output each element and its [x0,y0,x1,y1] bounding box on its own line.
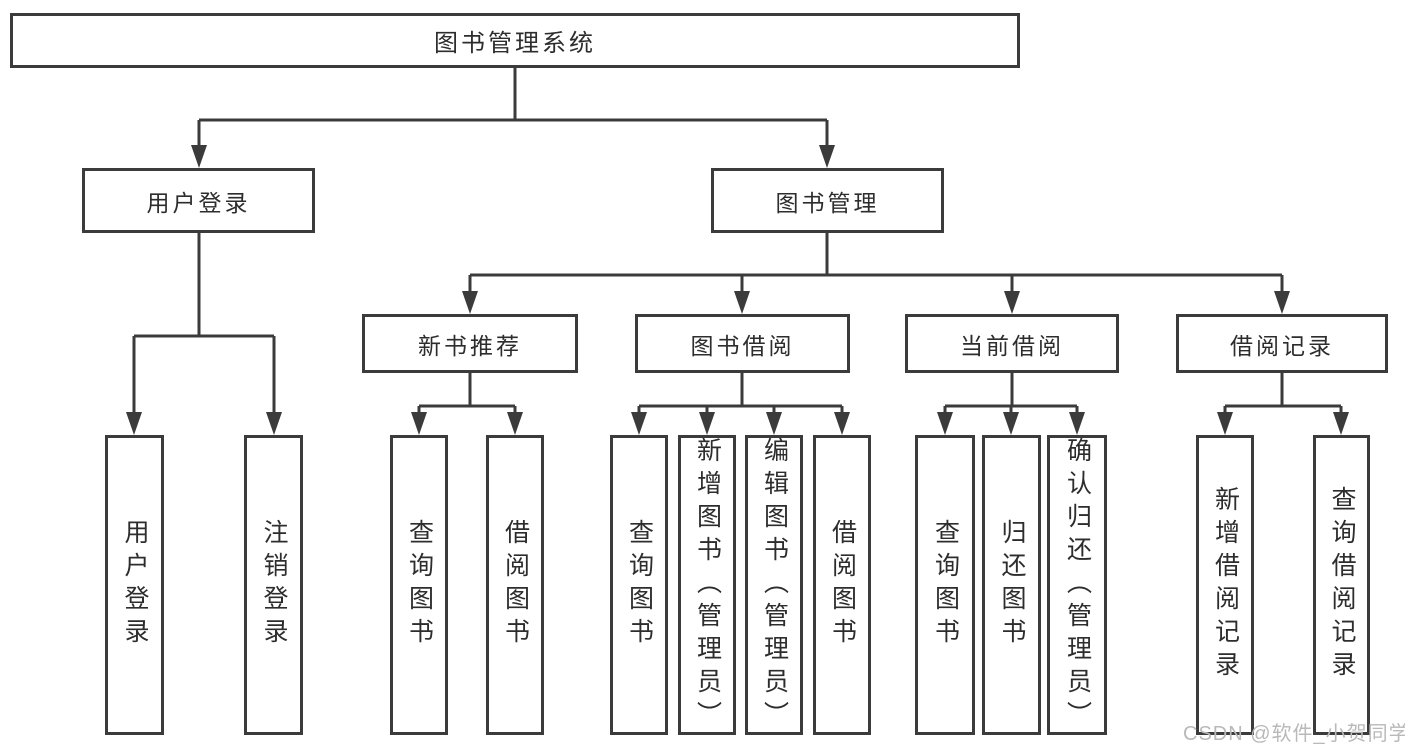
node-label: 图书借阅 [690,332,795,359]
connector-book-borrow-to-leaves [637,373,844,418]
arrow-down-icon [1004,291,1020,314]
leaf-borrow-books-1: 借阅图书 [486,435,544,735]
node-label: 编辑图书（管理员） [760,436,789,734]
arrow-down-icon [937,412,953,435]
node-label: 新增图书（管理员） [693,436,722,734]
arrow-down-icon [734,291,750,314]
arrow-down-icon [1003,412,1019,435]
node-borrowing-records: 借阅记录 [1176,314,1388,373]
arrow-down-icon [266,412,282,435]
leaf-add-books-admin: 新增图书（管理员） [678,435,736,735]
arrow-down-icon [766,412,782,435]
arrow-down-icon [834,412,850,435]
arrow-down-icon [1069,412,1085,435]
node-new-book-recommend: 新书推荐 [362,314,578,373]
arrow-down-icon [191,145,207,168]
arrow-down-icon [1274,291,1290,314]
node-label: 用户登录 [121,519,149,651]
leaf-query-borrow-record: 查询借阅记录 [1313,435,1370,735]
connector-new-book-rec-to-leaves [417,373,517,418]
leaf-query-books-1: 查询图书 [390,435,448,735]
node-label: 新书推荐 [418,332,522,359]
leaf-edit-books-admin: 编辑图书（管理员） [745,435,803,735]
node-label: 注销登录 [260,519,288,651]
node-label: 查询借阅记录 [1328,486,1356,684]
node-label: 图书管理系统 [434,30,596,57]
leaf-return-books: 归还图书 [982,435,1041,735]
node-user-login: 用户登录 [82,168,315,233]
arrow-down-icon [699,412,715,435]
arrow-down-icon [1333,412,1349,435]
leaf-user-login: 用户登录 [105,435,164,735]
node-label: 新增借阅记录 [1211,486,1240,684]
arrow-down-icon [819,145,835,168]
node-label: 借阅图书 [501,519,530,651]
node-label: 归还图书 [998,519,1026,651]
node-label: 当前借阅 [960,332,1064,359]
leaf-confirm-return-admin: 确认归还（管理员） [1047,435,1107,735]
connector-book-mgmt-to-level3 [468,233,1284,298]
node-current-borrowing: 当前借阅 [905,314,1119,373]
arrow-down-icon [462,291,478,314]
node-label: 确认归还（管理员） [1063,436,1092,734]
node-label: 借阅图书 [828,519,857,651]
leaf-query-books-3: 查询图书 [915,435,975,735]
arrow-down-icon [631,412,647,435]
connector-current-borrow-to-leaves [943,373,1079,418]
node-label: 用户登录 [146,189,251,216]
node-label: 查询图书 [931,519,960,651]
connector-user-login-to-leaves [132,233,276,418]
arrow-down-icon [126,412,142,435]
node-root-library-system: 图书管理系统 [10,13,1020,68]
leaf-logout: 注销登录 [244,435,303,735]
node-label: 查询图书 [405,519,434,651]
csdn-watermark: CSDN @软件_小贺同学 [1183,723,1405,745]
arrow-down-icon [1217,412,1233,435]
connector-root-to-level2 [197,68,829,150]
node-label: 借阅记录 [1230,332,1334,359]
connector-borrow-record-to-leaves [1223,373,1343,418]
node-book-borrowing: 图书借阅 [635,314,850,373]
leaf-add-borrow-record: 新增借阅记录 [1196,435,1254,735]
leaf-query-books-2: 查询图书 [610,435,668,735]
node-label: 图书管理 [775,189,880,216]
node-label: 查询图书 [625,519,654,651]
leaf-borrow-books-2: 借阅图书 [813,435,871,735]
arrow-down-icon [507,412,523,435]
arrow-down-icon [411,412,427,435]
node-book-management: 图书管理 [711,168,944,233]
